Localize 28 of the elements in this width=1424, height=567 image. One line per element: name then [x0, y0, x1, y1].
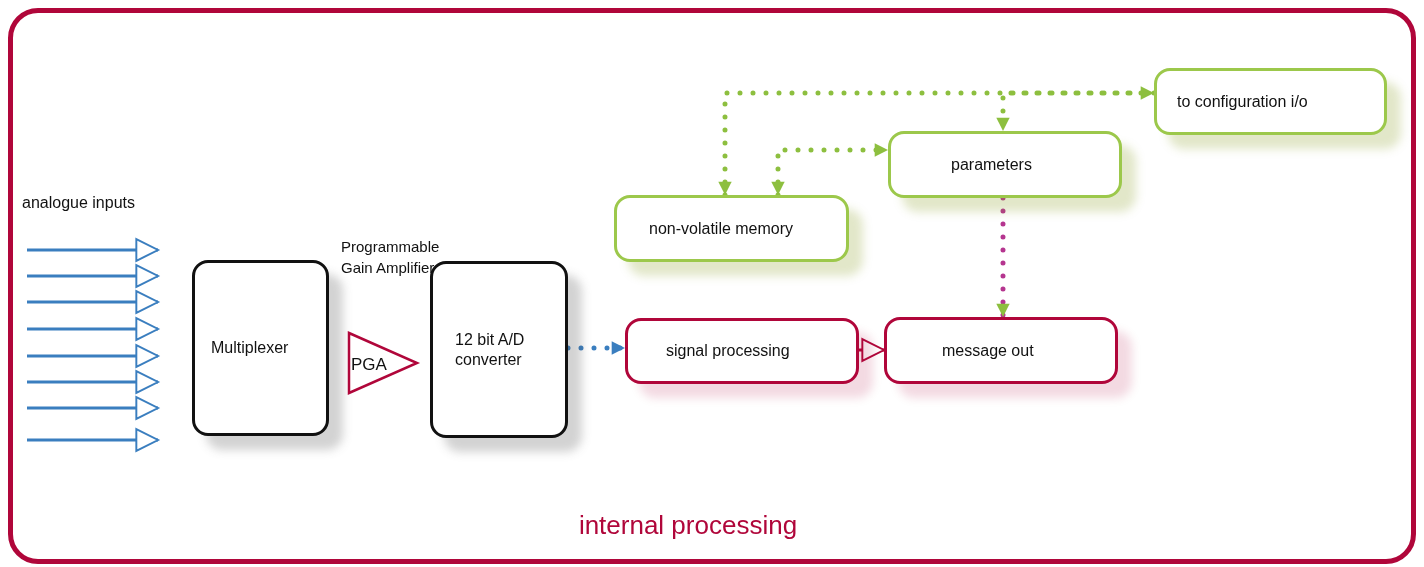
amplifier-caption: Programmable Gain Amplifier: [341, 237, 441, 278]
arrow: [27, 370, 159, 394]
diagram-caption: internal processing: [577, 510, 799, 542]
arrow: [859, 338, 885, 362]
node-label: message out: [942, 340, 1034, 361]
node-label: PGA: [351, 354, 387, 376]
inputs-label: analogue inputs: [22, 193, 136, 213]
arrow: [27, 317, 159, 341]
node-label: parameters: [951, 154, 1032, 175]
node-label: non-volatile memory: [649, 218, 794, 239]
arrow: [27, 396, 159, 420]
storage-box: [614, 195, 849, 262]
multiplexer-box: [192, 260, 329, 436]
output-box: [1154, 68, 1387, 135]
arrow: [27, 344, 159, 368]
node-label: signal processing: [666, 341, 790, 361]
process-box: [888, 131, 1122, 198]
frame-border: [8, 8, 1416, 564]
amplifier-triangle: [347, 331, 419, 395]
process-box: [625, 318, 859, 384]
arrow: [27, 238, 159, 262]
process-box: [884, 317, 1118, 384]
node-label: Multiplexer: [211, 338, 289, 358]
node-label: 12 bit A/D converter: [455, 329, 526, 370]
arrow: [27, 264, 159, 288]
arrow: [27, 290, 159, 314]
arrow: [27, 428, 159, 452]
node-label: to configuration i/o: [1177, 91, 1308, 112]
